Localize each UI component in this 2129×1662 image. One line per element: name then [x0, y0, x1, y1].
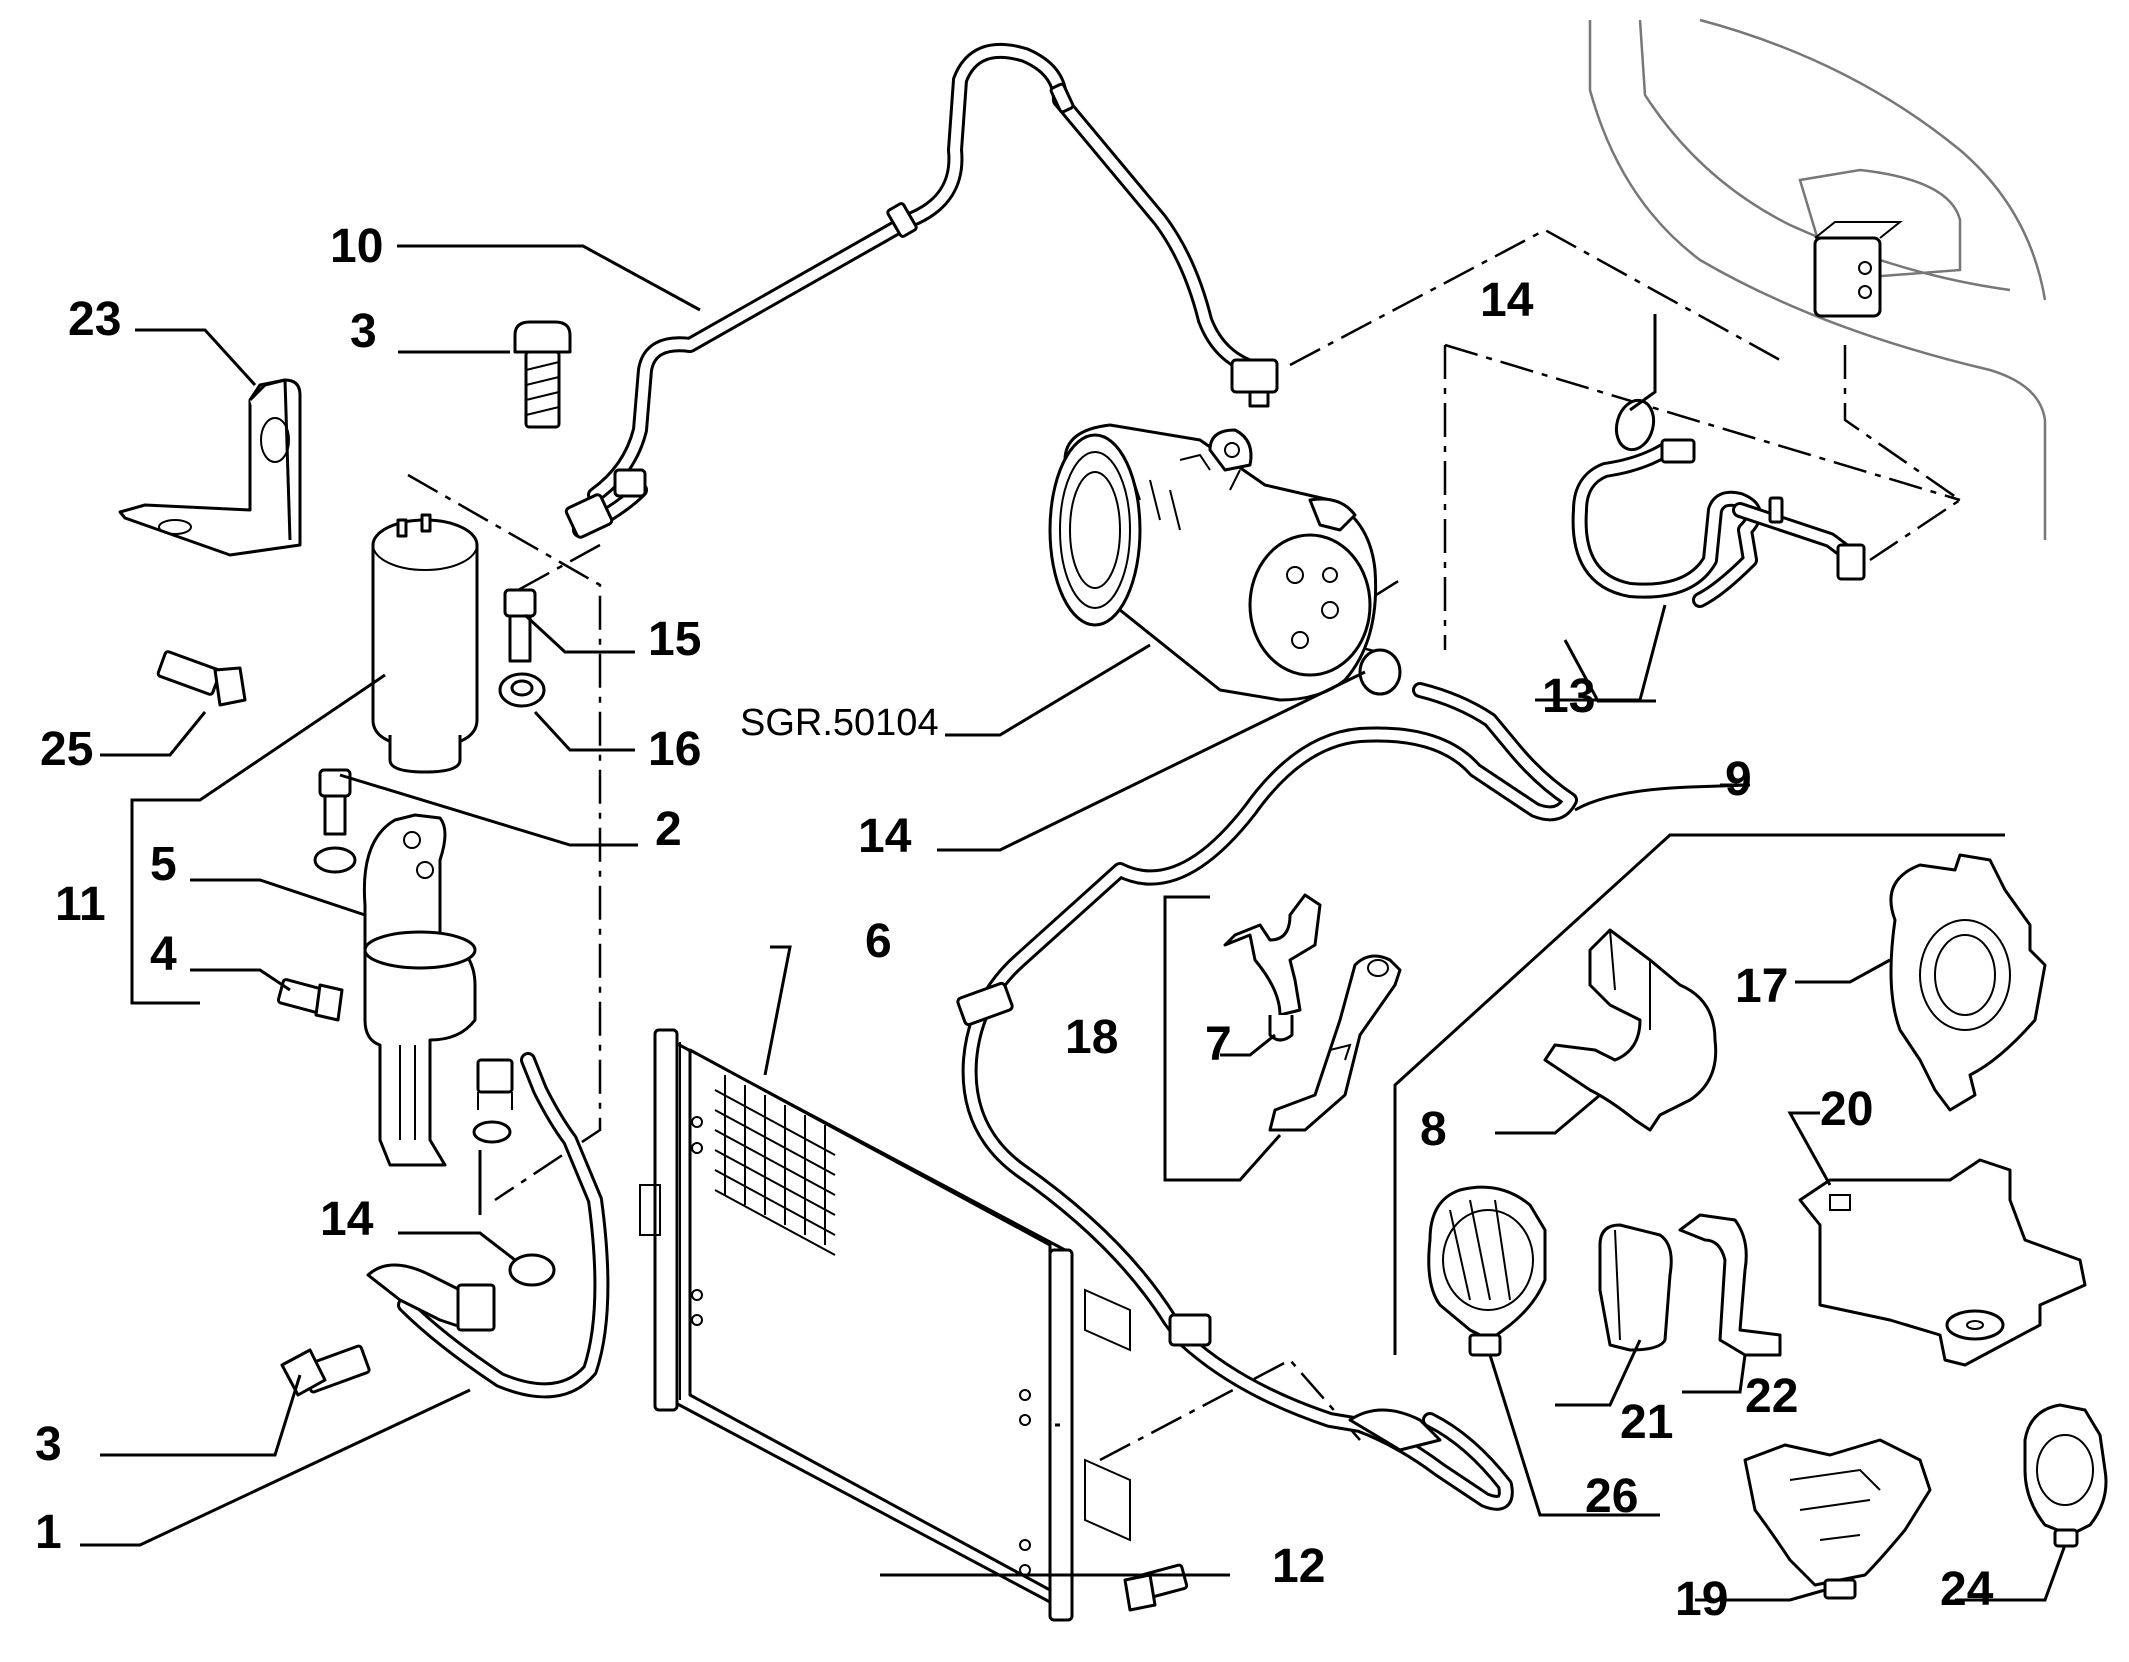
hose-10	[564, 42, 1279, 539]
condenser-6	[639, 1028, 1131, 1622]
bolt-3-top	[513, 320, 572, 429]
seal-14-lower	[472, 1120, 556, 1287]
bracket-18	[1268, 954, 1402, 1132]
clip-7	[1223, 893, 1322, 1042]
seal-16	[498, 672, 546, 708]
group-bracket-11	[130, 673, 386, 1005]
drier-bracket-5	[362, 813, 477, 1167]
callout-18: 18	[1065, 1011, 1118, 1064]
callout-14-middle: 14	[858, 810, 912, 863]
callout-9: 9	[1725, 753, 1752, 806]
drawing-code: SGR.50104	[740, 702, 939, 744]
bolt-4	[276, 978, 344, 1022]
receiver-drier	[371, 513, 479, 774]
callout-2: 2	[655, 803, 682, 856]
callout-1: 1	[35, 1506, 62, 1559]
callout-3-bottom: 3	[35, 1418, 62, 1471]
clip-19	[1743, 1438, 1932, 1600]
callout-5: 5	[150, 838, 177, 891]
callout-26: 26	[1585, 1470, 1638, 1523]
callout-19: 19	[1675, 1573, 1728, 1626]
callout-6: 6	[865, 915, 892, 968]
bolt-25	[156, 650, 247, 707]
callout-12: 12	[1272, 1540, 1325, 1593]
clip-17	[1889, 853, 2047, 1112]
compressor	[1048, 423, 1378, 702]
callout-labels: 10 3 23 15 16 25 2 5 11 4 14 14 14 13 9 …	[35, 220, 1994, 1626]
callout-17: 17	[1735, 960, 1788, 1013]
clip-8	[1543, 928, 1718, 1132]
callout-4: 4	[150, 928, 177, 981]
tray-20	[1798, 1158, 2087, 1367]
hose-13	[1571, 438, 1866, 608]
callout-10: 10	[330, 220, 383, 273]
bolt-2	[313, 768, 357, 874]
bracket-23	[118, 378, 302, 557]
callout-20: 20	[1820, 1083, 1873, 1136]
group-bracket-18	[1163, 895, 1282, 1182]
callout-21: 21	[1620, 1396, 1673, 1449]
clip-26	[1427, 1185, 1547, 1357]
callout-24: 24	[1940, 1563, 1994, 1616]
callout-22: 22	[1745, 1370, 1798, 1423]
callout-8: 8	[1420, 1103, 1447, 1156]
callout-23: 23	[68, 293, 121, 346]
seal-14-upper	[1358, 398, 1656, 696]
callout-14-upper: 14	[1480, 274, 1534, 327]
hose-9	[956, 682, 1578, 1511]
leader-lines	[80, 244, 2067, 1602]
bolt-3-bottom	[280, 1344, 371, 1397]
vehicle-body-outline	[1588, 18, 2047, 540]
leader-drawing-code	[945, 643, 1151, 737]
callout-3-top: 3	[350, 305, 377, 358]
callout-25: 25	[40, 723, 93, 776]
callout-15: 15	[648, 613, 701, 666]
clip-22	[1678, 1213, 1782, 1357]
callout-16: 16	[648, 723, 701, 776]
condenser-fins	[714, 1075, 836, 1256]
bolt-12	[1123, 1563, 1189, 1612]
group-bracket-clips	[1393, 833, 2005, 1355]
bolt-15	[503, 588, 537, 663]
hose-1	[366, 1052, 610, 1399]
clip-21	[1598, 1223, 1673, 1352]
callout-7: 7	[1205, 1018, 1232, 1071]
callout-11: 11	[55, 878, 106, 931]
clip-24	[2023, 1403, 2108, 1548]
callout-14-lower: 14	[320, 1193, 374, 1246]
callout-13: 13	[1542, 670, 1595, 723]
